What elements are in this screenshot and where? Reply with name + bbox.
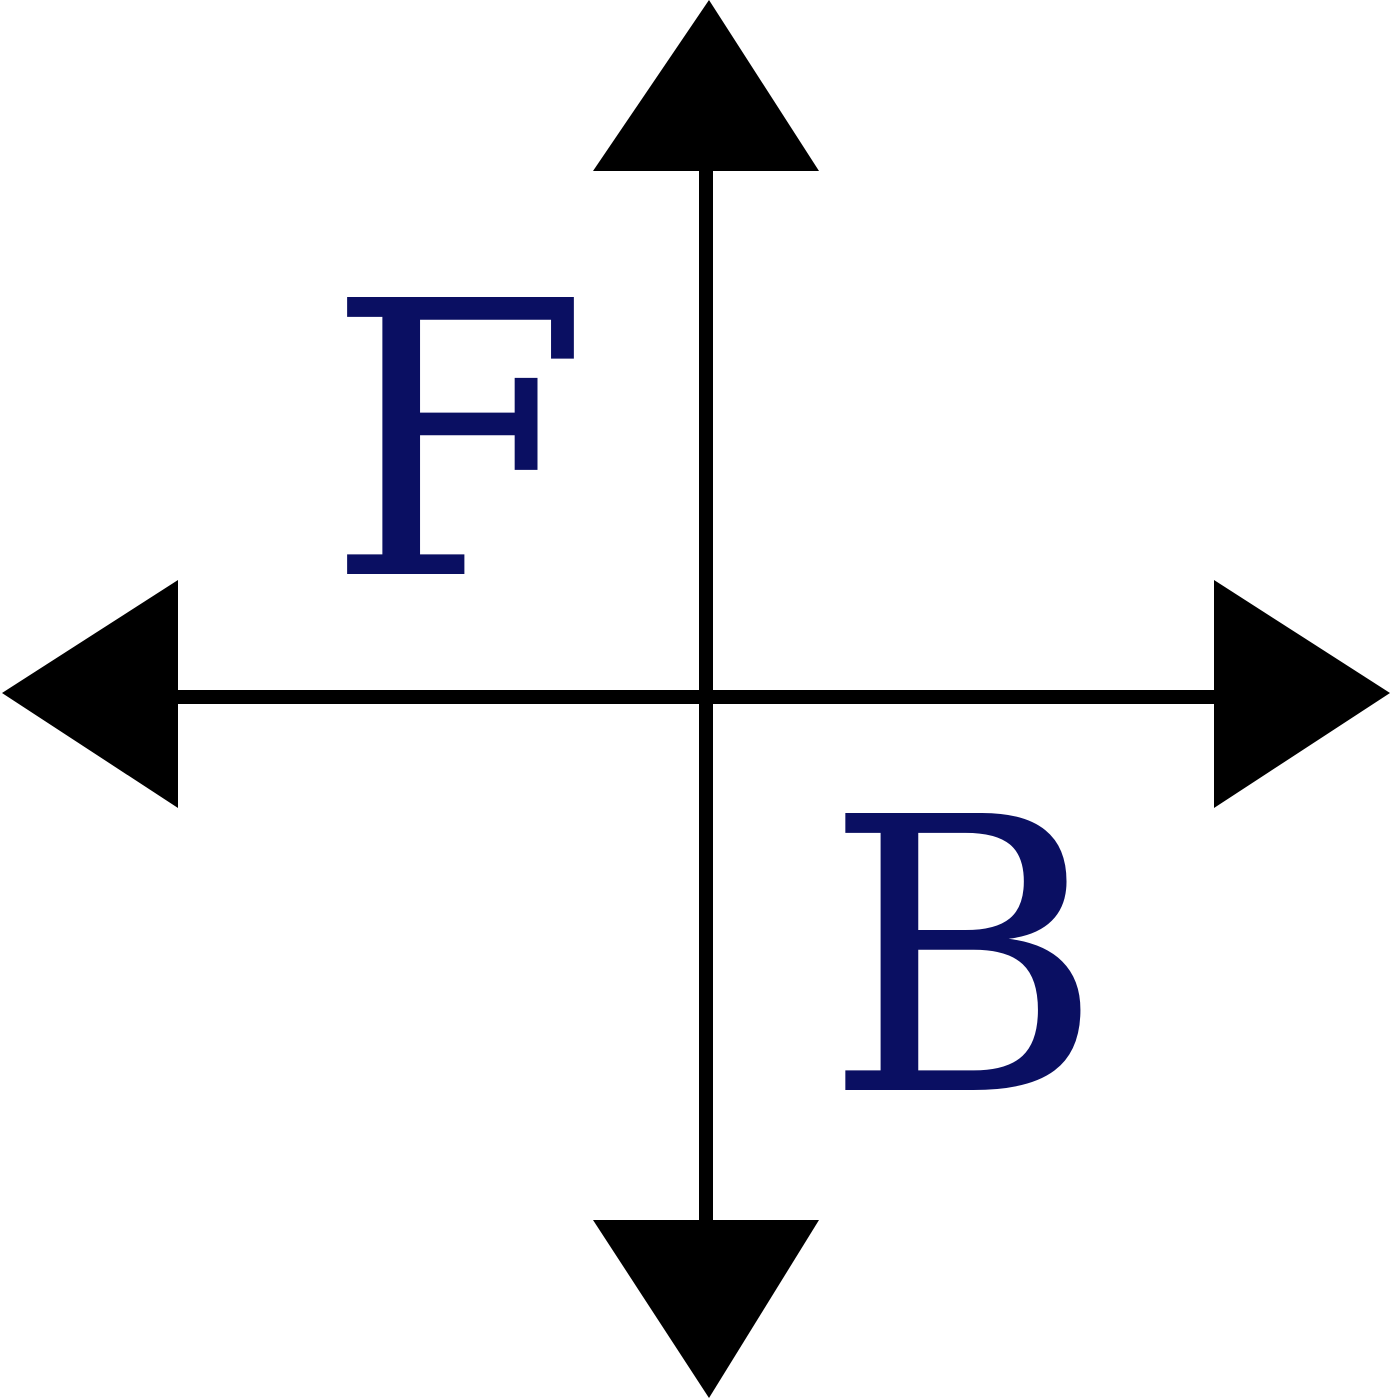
arrowhead-right-icon xyxy=(1214,580,1390,808)
arrowhead-up-icon xyxy=(593,0,819,171)
letter-f-label: F xyxy=(326,221,590,664)
arrowhead-down-icon xyxy=(593,1220,819,1398)
letter-b-label: B xyxy=(824,737,1103,1180)
arrowhead-left-icon xyxy=(2,580,178,808)
